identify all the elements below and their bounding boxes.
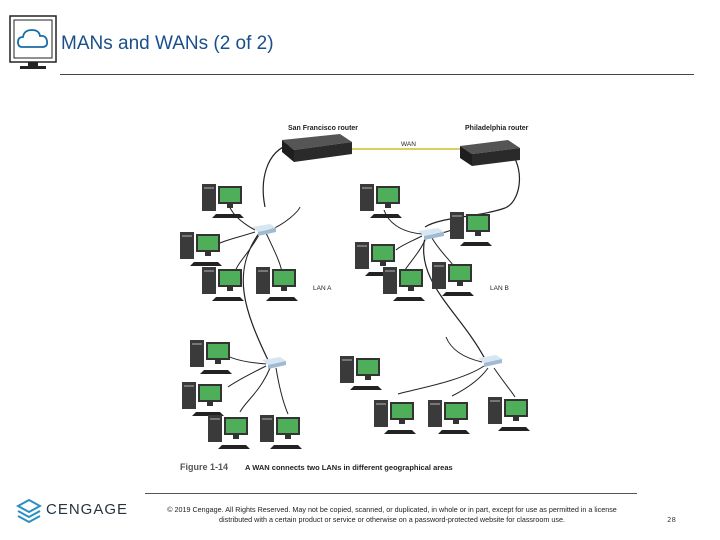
lan-a-computer: [202, 184, 244, 218]
router-right-label: Philadelphia router: [465, 125, 529, 132]
copyright-notice: © 2019 Cengage. All Rights Reserved. May…: [142, 505, 642, 525]
wan-diagram: San Francisco router Philadelphia router…: [180, 125, 530, 472]
lan-b-top-switch: [418, 228, 444, 240]
copyright-line-1: © 2019 Cengage. All Rights Reserved. May…: [167, 505, 617, 514]
lan-b-computer: [428, 400, 470, 434]
san-francisco-router: [282, 134, 352, 162]
lan-a-computer: [190, 340, 232, 374]
cengage-logo-icon: [16, 498, 42, 524]
lan-b-computer: [360, 184, 402, 218]
figure-number: Figure 1-14: [180, 462, 228, 472]
lan-b-computer: [488, 397, 530, 431]
copyright-line-2: distributed with a certain product or se…: [219, 515, 565, 524]
wan-label: WAN: [401, 141, 416, 148]
figure-caption: A WAN connects two LANs in different geo…: [245, 463, 453, 472]
lan-b-computer: [374, 400, 416, 434]
footer-divider: [145, 493, 637, 494]
cloud-monitor-icon: [9, 15, 57, 69]
lan-a-computer: [180, 232, 222, 266]
cengage-logo-text: CENGAGE: [46, 501, 129, 518]
page-number: 28: [667, 516, 676, 524]
lan-b-computer: [383, 267, 425, 301]
lan-a-computer: [260, 415, 302, 449]
lan-a-computer: [208, 415, 250, 449]
lan-a-computer: [182, 382, 224, 416]
lan-b-label: LAN B: [490, 285, 509, 292]
slide-title: MANs and WANs (2 of 2): [61, 33, 274, 54]
philadelphia-router: [460, 140, 520, 166]
lan-b-computer: [340, 356, 382, 390]
lan-a-computer: [256, 267, 298, 301]
header-divider: [60, 74, 694, 75]
router-left-label: San Francisco router: [288, 125, 358, 132]
lan-b-bottom-switch: [478, 355, 502, 367]
lan-a-bottom-switch: [262, 357, 286, 369]
lan-b-computer: [450, 212, 492, 246]
lan-a-label: LAN A: [313, 285, 332, 292]
lan-a-top-switch: [252, 224, 276, 236]
lan-a-computer: [202, 267, 244, 301]
